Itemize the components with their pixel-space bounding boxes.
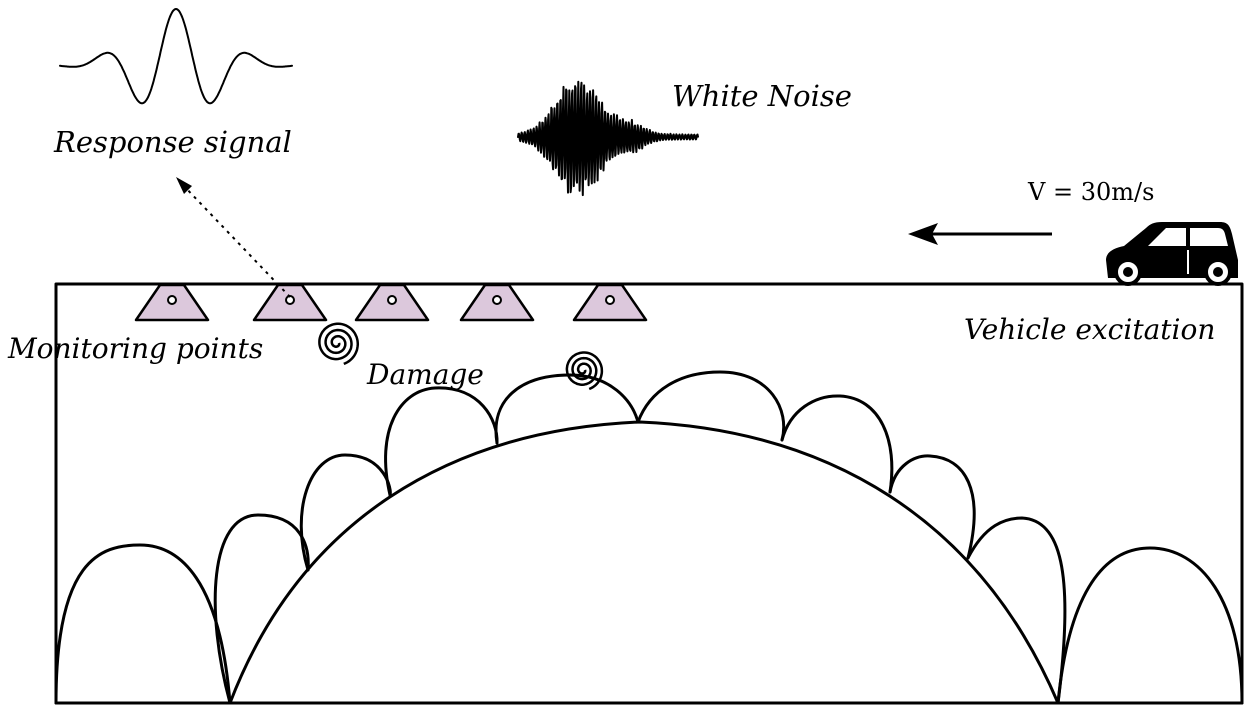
sensor-icon [252,283,328,322]
signal-path-arrow [176,177,291,298]
spandrel-lobes-left [213,373,640,705]
white-noise-wave [517,80,699,197]
spandrel-lobes-right [636,370,1067,705]
response-signal-wave [59,8,293,105]
spiral-icon [565,351,604,391]
sensor-icon [354,283,430,322]
sensor-icon [572,283,648,322]
sensor-icon [134,283,210,322]
left-end-arch [54,543,232,705]
vehicle-excitation-label: Vehicle excitation [964,313,1215,346]
white-noise-label: White Noise [672,79,852,113]
right-end-arch [1056,546,1244,705]
damage-label: Damage [366,358,484,391]
monitoring-points-label: Monitoring points [7,332,263,365]
sensor-icon [459,283,535,322]
velocity-label: V = 30m/s [1027,178,1154,206]
response-signal-label: Response signal [53,125,292,159]
spiral-icon [318,322,360,366]
main-arch [228,420,1060,705]
arrow-left-icon [908,223,1052,245]
car-icon [1106,222,1238,286]
monitoring-points [134,283,648,322]
bridge-frame [54,282,1244,705]
